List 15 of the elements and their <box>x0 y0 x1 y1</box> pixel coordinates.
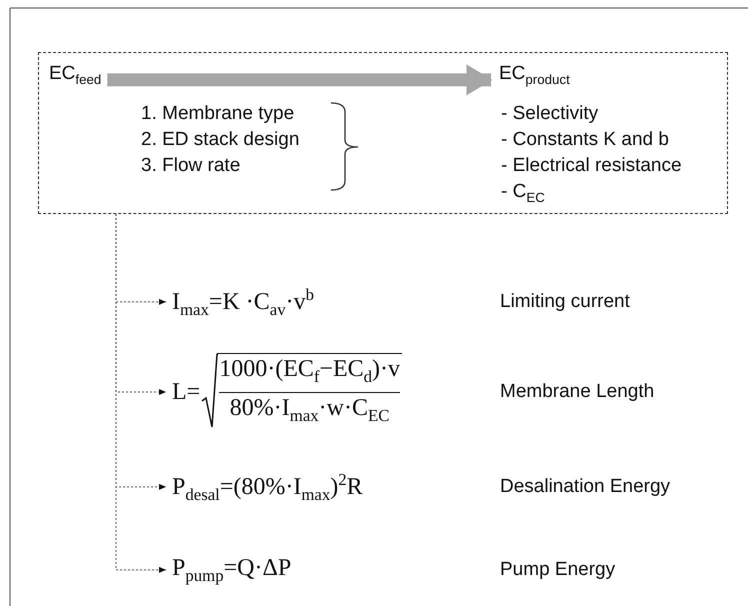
parameter-list: - Selectivity - Constants K and b - Electrical resistance - C$_{EC}$ <box>501 101 682 211</box>
input-label: EC$_{feed}$ <box>49 61 102 93</box>
formula-caption: Limiting current <box>500 290 630 314</box>
formula-caption: Pump Energy <box>500 558 616 582</box>
output-label: EC$_{product}$ <box>499 61 570 93</box>
dashed-frame <box>38 52 728 214</box>
arrow <box>115 214 166 573</box>
formula-caption: Desalination Energy <box>500 475 670 499</box>
formula: L= 1000·(EC$_{f}$−EC$_{d}$)·v 80%·I$_{max}$·w·C$_{EC}$ <box>172 353 402 431</box>
block-arrow <box>107 64 492 96</box>
formula: I$_{max}$=K ·C$_{av}$·v$^{b}$ <box>172 284 314 320</box>
formula: P$_{desal}$=(80%·I$_{max}$)$^{2}$R <box>172 470 363 504</box>
formula-caption: Membrane Length <box>500 380 654 404</box>
formula: P$_{pump}$=Q·ΔP <box>172 554 292 586</box>
factor-list: 1. Membrane type 2. ED stack design 3. Flow rate <box>141 101 300 179</box>
